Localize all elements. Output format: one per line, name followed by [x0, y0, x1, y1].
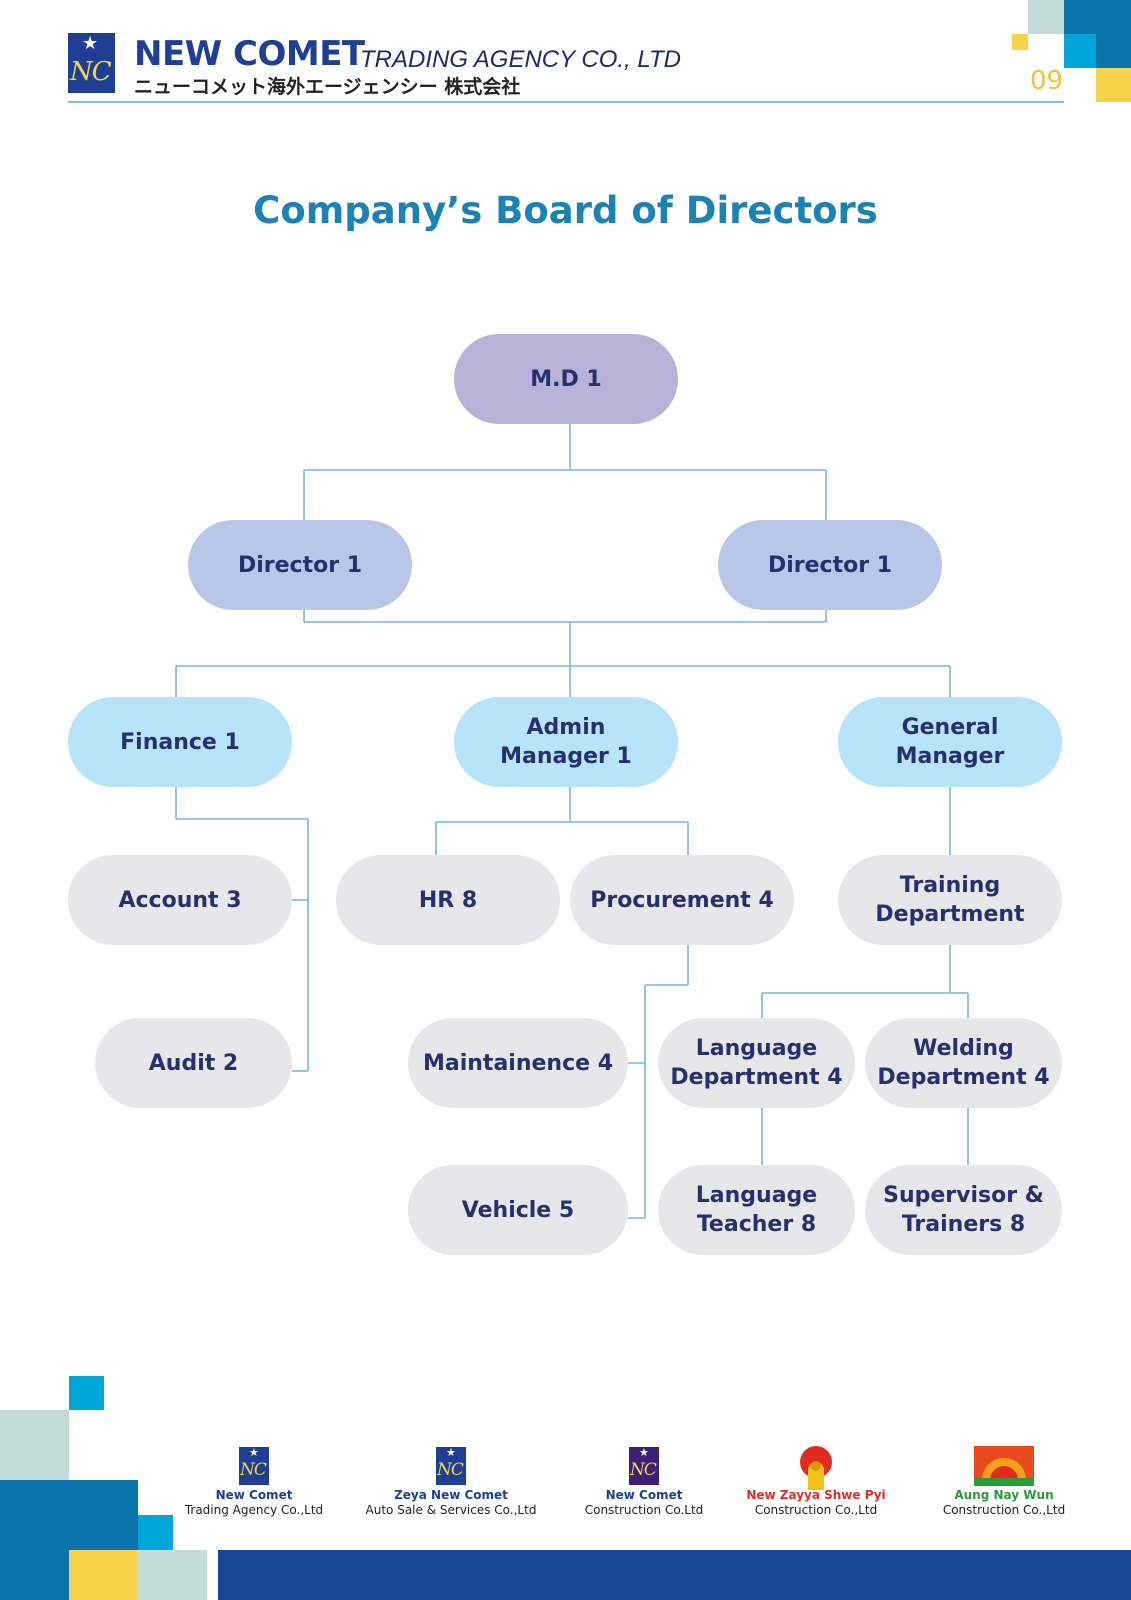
logo-letters: NC — [70, 57, 112, 87]
nc-star-logo-icon: ★NC — [421, 1446, 481, 1486]
partner-subtitle: Auto Sale & Services Co.,Ltd — [365, 1503, 537, 1517]
org-node-welding-department: Welding Department 4 — [865, 1018, 1062, 1108]
company-logo: ★ NC — [68, 33, 115, 93]
rising-sun-icon — [974, 1446, 1034, 1486]
org-node-account: Account 3 — [68, 855, 292, 945]
org-chart-connectors — [175, 424, 969, 1219]
org-node-training-department: Training Department — [838, 855, 1062, 945]
org-node-general-manager: General Manager — [838, 697, 1062, 787]
header-divider — [68, 101, 1064, 103]
org-node-supervisor-trainers: Supervisor & Trainers 8 — [865, 1165, 1062, 1255]
company-japanese-name: ニューコメット海外エージェンシー 株式会社 — [134, 76, 521, 98]
page-number: 09 — [1030, 66, 1064, 96]
partner-name: New Comet — [215, 1488, 293, 1502]
org-node-language-department: Language Department 4 — [658, 1018, 855, 1108]
corner-decoration-bottom-left — [0, 1370, 220, 1600]
org-chart: M.D 1 Director 1 Director 1 Finance 1 Admin … — [68, 334, 1062, 1255]
partner-name: New Comet — [605, 1488, 683, 1502]
nc-star-logo-purple-icon: ★NC — [614, 1446, 674, 1486]
org-node-director-left: Director 1 — [188, 520, 412, 610]
star-icon: ★ — [82, 33, 99, 54]
partner-name: New Zayya Shwe Pyi — [746, 1488, 886, 1502]
org-node-director-right: Director 1 — [718, 520, 942, 610]
org-node-finance: Finance 1 — [68, 697, 292, 787]
company-suffix: TRADING AGENCY CO., LTD — [360, 46, 681, 73]
partner-subtitle: Trading Agency Co.,Ltd — [184, 1503, 324, 1517]
golden-lion-icon — [786, 1446, 846, 1490]
org-node-audit: Audit 2 — [95, 1018, 292, 1108]
partner-subtitle: Construction Co.,Ltd — [754, 1503, 878, 1517]
org-node-admin-manager: Admin Manager 1 — [454, 697, 678, 787]
partner-name: Aung Nay Wun — [954, 1488, 1054, 1502]
org-node-md: M.D 1 — [454, 334, 678, 424]
partner-name: Zeya New Comet — [394, 1488, 508, 1502]
org-node-maintainence: Maintainence 4 — [408, 1018, 628, 1108]
org-node-hr: HR 8 — [336, 855, 560, 945]
org-node-language-teacher: Language Teacher 8 — [658, 1165, 855, 1255]
partner-subtitle: Construction Co.,Ltd — [942, 1503, 1066, 1517]
nc-star-logo-icon: ★NC — [224, 1446, 284, 1486]
page-title: Company’s Board of Directors — [253, 189, 878, 232]
org-node-procurement: Procurement 4 — [570, 855, 794, 945]
org-node-vehicle: Vehicle 5 — [408, 1165, 628, 1255]
footer-bar — [218, 1550, 1131, 1600]
partner-subtitle: Construction Co.Ltd — [584, 1503, 704, 1517]
company-name: NEW COMET — [134, 34, 365, 74]
